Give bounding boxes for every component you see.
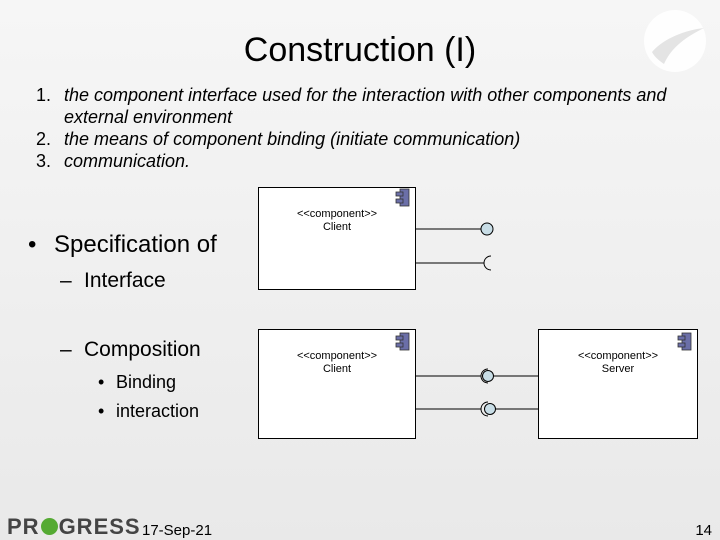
logo-text-right: GRESS	[58, 514, 141, 539]
sub-item: –Composition	[60, 336, 201, 364]
required-interface-icon	[483, 255, 492, 271]
provided-interface-icon	[480, 222, 494, 236]
subsub-item-marker: •	[98, 372, 105, 392]
component-stereotype: <<component>>	[296, 208, 378, 220]
item-number: 1.	[36, 85, 52, 105]
item-number: 3.	[36, 151, 52, 171]
subsub-item-marker: •	[98, 401, 105, 421]
component-label: <<component>> Client	[259, 208, 415, 234]
component-label: <<component>> Server	[539, 350, 697, 376]
subsub-item: • Binding	[98, 370, 176, 394]
item-text: communication.	[64, 151, 191, 171]
progress-logo: PR GRESS	[7, 514, 141, 540]
numbered-list: 1. the component interface used for the …	[36, 84, 716, 172]
component-name: Client	[322, 221, 352, 233]
item-text: the means of component binding (initiate…	[64, 129, 521, 149]
globe-logo-icon	[644, 10, 706, 72]
slide-title: Construction (I)	[243, 31, 477, 69]
sub-item-text: Composition	[84, 338, 201, 361]
component-stereotype: <<component>>	[577, 350, 659, 362]
footer-date: 17-Sep-21	[142, 522, 213, 539]
bullet-text: Specification of	[54, 231, 217, 258]
item-text: the component interface used for the int…	[64, 85, 667, 127]
bullet-marker: •	[28, 231, 37, 258]
item-number: 2.	[36, 129, 52, 149]
numbered-item: 2. the means of component binding (initi…	[36, 128, 716, 150]
sub-item-text: Interface	[84, 269, 166, 292]
bullet-item: • Specification of	[28, 229, 217, 261]
provided-interface-icon	[484, 403, 496, 415]
server-component-box: <<component>> Server	[538, 329, 698, 439]
provided-interface-icon	[482, 370, 494, 382]
required-interface-icon	[480, 368, 489, 384]
sub-item-marker: –	[60, 338, 72, 361]
subsub-item-text: interaction	[116, 401, 200, 421]
numbered-item: 1. the component interface used for the …	[36, 84, 716, 128]
client-component-box: <<component>> Client	[258, 187, 416, 290]
component-stereotype: <<component>>	[296, 350, 378, 362]
subsub-item: • interaction	[98, 399, 199, 423]
client-component-box: <<component>> Client	[258, 329, 416, 439]
page-number: 14	[695, 522, 712, 539]
sub-item: –Interface	[60, 267, 166, 295]
subsub-item-text: Binding	[116, 372, 177, 392]
logo-text-left: PR	[7, 514, 40, 539]
logo-o-icon	[40, 518, 58, 535]
component-name: Server	[601, 363, 635, 375]
numbered-item: 3. communication.	[36, 150, 716, 172]
component-name: Client	[322, 363, 352, 375]
sub-item-marker: –	[60, 269, 72, 292]
component-label: <<component>> Client	[259, 350, 415, 376]
required-interface-icon	[480, 401, 489, 417]
